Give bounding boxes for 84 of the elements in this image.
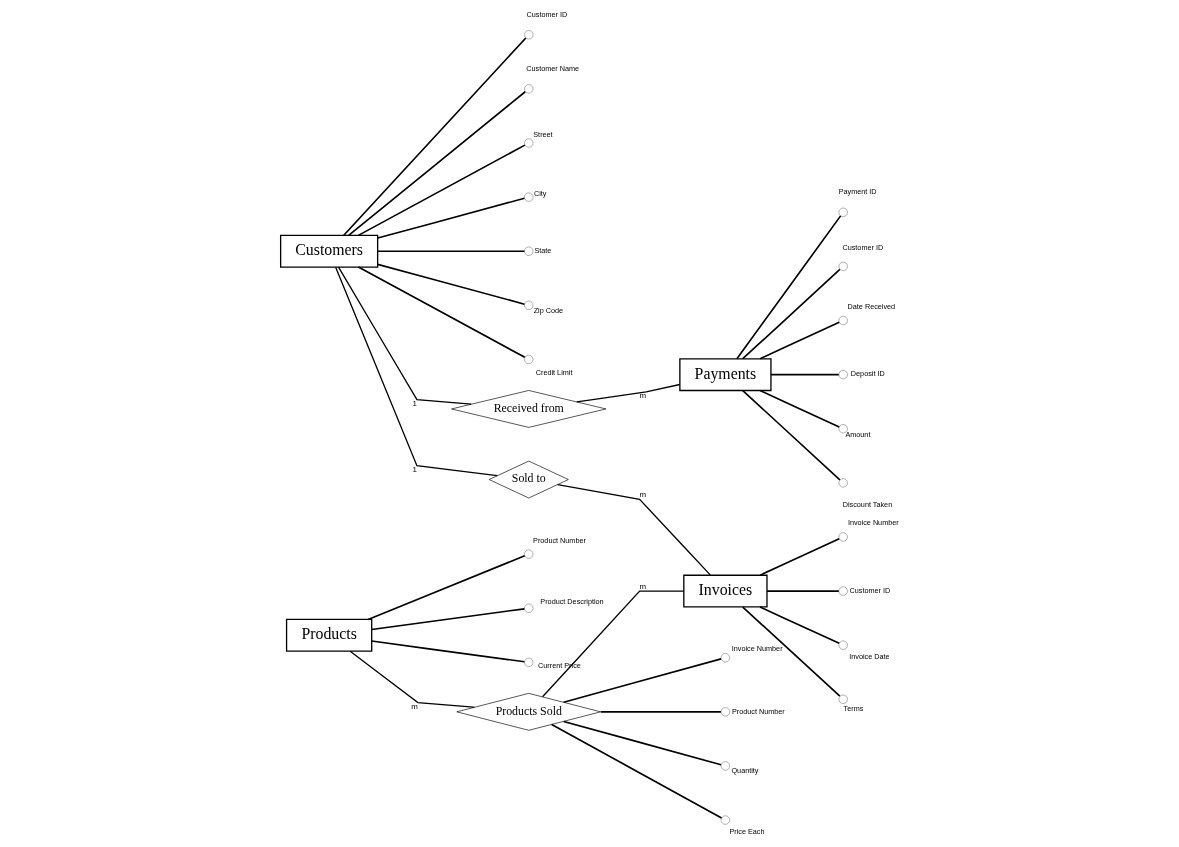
node-label: Date Received (847, 302, 896, 312)
connector (357, 266, 526, 359)
node-circle (838, 532, 848, 542)
node-circle (838, 424, 848, 434)
node-label: City (533, 188, 547, 198)
connector (736, 215, 842, 360)
connector (550, 723, 723, 819)
connector (367, 554, 526, 621)
connector (562, 658, 722, 704)
node-label: Amount (845, 430, 871, 440)
node-box: Invoices (683, 574, 768, 608)
node-label: Product Number (732, 706, 785, 716)
node-label: Discount Taken (842, 499, 893, 509)
connector (759, 537, 841, 576)
connector (349, 650, 475, 708)
node-circle (838, 370, 848, 380)
node-diamond: Received from (451, 390, 607, 428)
node-label: Product Description (540, 597, 604, 607)
connector (347, 90, 527, 237)
connector (759, 321, 841, 360)
node-circle (720, 707, 731, 717)
connector (376, 263, 526, 305)
node-circle (838, 640, 848, 650)
connector (759, 389, 841, 428)
node-circle (838, 694, 848, 704)
node-label: State (534, 246, 552, 256)
connector (576, 383, 681, 403)
connector (766, 590, 840, 592)
connector (376, 250, 526, 253)
connector (770, 373, 840, 376)
node-circle (524, 246, 534, 256)
node-label: Street (533, 130, 553, 140)
connector (741, 606, 841, 698)
node-label: Product Number (533, 536, 586, 546)
connector (335, 266, 498, 477)
node-circle (838, 478, 848, 488)
node-circle (720, 815, 731, 825)
node-circle (838, 207, 848, 217)
connector (741, 389, 841, 481)
connector (370, 608, 526, 631)
connector (759, 606, 841, 645)
node-circle (720, 761, 731, 771)
node-circle (838, 315, 848, 326)
node-label: Customer ID (526, 9, 568, 19)
connector (600, 711, 722, 713)
connector (556, 484, 712, 576)
node-circle (524, 354, 534, 365)
node-circle (524, 300, 534, 310)
connector (343, 37, 527, 237)
node-label: Credit Limit (535, 368, 573, 378)
connector (741, 268, 841, 360)
node-circle (524, 549, 534, 559)
connector (337, 266, 472, 405)
node-circle (838, 261, 848, 272)
connector (376, 197, 526, 239)
node-circle (524, 192, 534, 202)
node-diamond: Products Sold (456, 693, 602, 731)
node-label: Customer ID (842, 243, 884, 253)
node-circle (524, 603, 534, 613)
node-circle (524, 657, 534, 667)
connector (357, 144, 526, 237)
node-label: Quantity (731, 766, 759, 776)
node-circle (838, 586, 848, 596)
node-box: Payments (679, 358, 772, 392)
node-label: Invoice Number (847, 517, 899, 527)
node-label: Zip Code (533, 305, 564, 315)
connector (370, 640, 526, 663)
node-label: Payment ID (838, 187, 877, 197)
node-circle (720, 653, 731, 663)
node-label: Price Each (729, 826, 765, 836)
node-box: Customers (279, 234, 379, 268)
node-circle (524, 84, 534, 94)
node-label: Customer ID (849, 585, 891, 595)
node-label: Deposit ID (850, 369, 885, 379)
node-diamond: Sold to (488, 460, 569, 499)
node-label: Invoice Number (731, 643, 783, 653)
connector (541, 590, 685, 698)
node-label: Invoice Date (849, 652, 890, 662)
node-label: Terms (843, 703, 864, 713)
node-circle (524, 138, 534, 148)
node-label: Customer Name (526, 64, 580, 74)
node-box: Products (285, 618, 373, 652)
node-circle (524, 30, 534, 40)
connector (562, 720, 722, 766)
